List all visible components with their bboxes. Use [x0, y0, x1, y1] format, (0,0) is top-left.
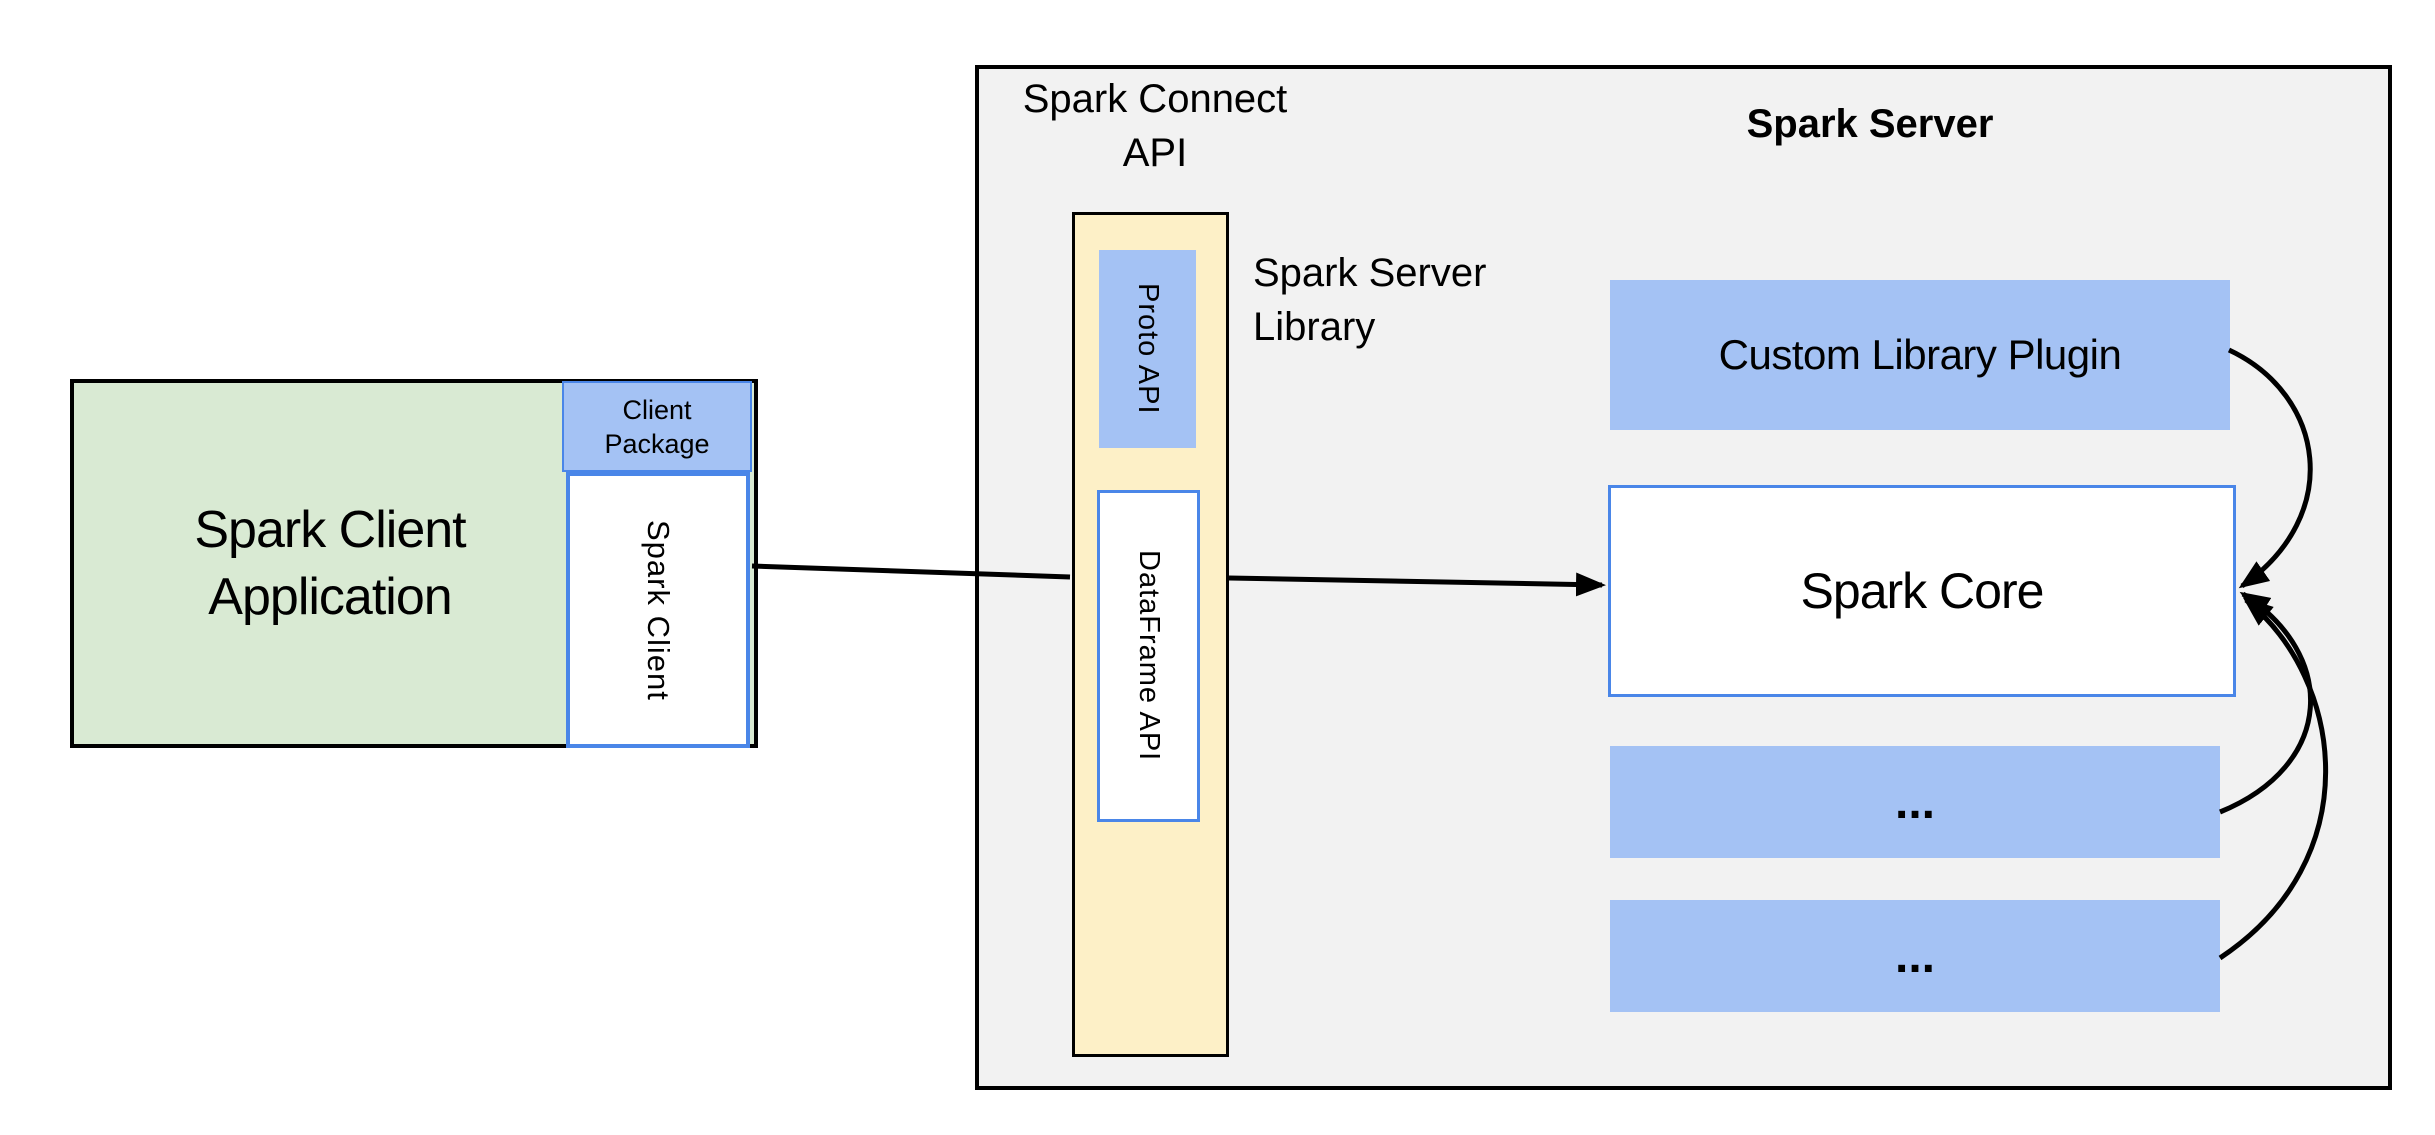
spark-server-library-label: Spark Server Library: [1253, 251, 1487, 349]
ellipsis-label-2: ...: [1894, 929, 1935, 983]
ellipsis-box-2: ...: [1610, 900, 2220, 1012]
spark-client-label: Spark Client: [641, 519, 676, 701]
spark-server-title: Spark Server: [1746, 102, 1994, 146]
proto-api-box: Proto API: [1099, 250, 1196, 448]
spark-core-label: Spark Core: [1800, 563, 2045, 619]
client-package-box: Client Package: [562, 381, 752, 472]
ellipsis-box-1: ...: [1610, 746, 2220, 858]
custom-library-plugin-box: Custom Library Plugin: [1610, 280, 2230, 430]
dataframe-api-label: DataFrame API: [1133, 550, 1165, 762]
custom-library-plugin-label: Custom Library Plugin: [1718, 331, 2122, 378]
ellipsis-label-1: ...: [1894, 775, 1935, 829]
spark-client-application-label: Spark Client Application: [194, 501, 466, 626]
spark-client-box: Spark Client: [566, 472, 750, 748]
spark-core-box: Spark Core: [1608, 485, 2236, 697]
client-package-label: Client Package: [604, 394, 710, 459]
dataframe-api-box: DataFrame API: [1097, 490, 1200, 822]
spark-connect-api-label: Spark Connect API: [1022, 77, 1288, 175]
proto-api-label: Proto API: [1132, 283, 1164, 415]
